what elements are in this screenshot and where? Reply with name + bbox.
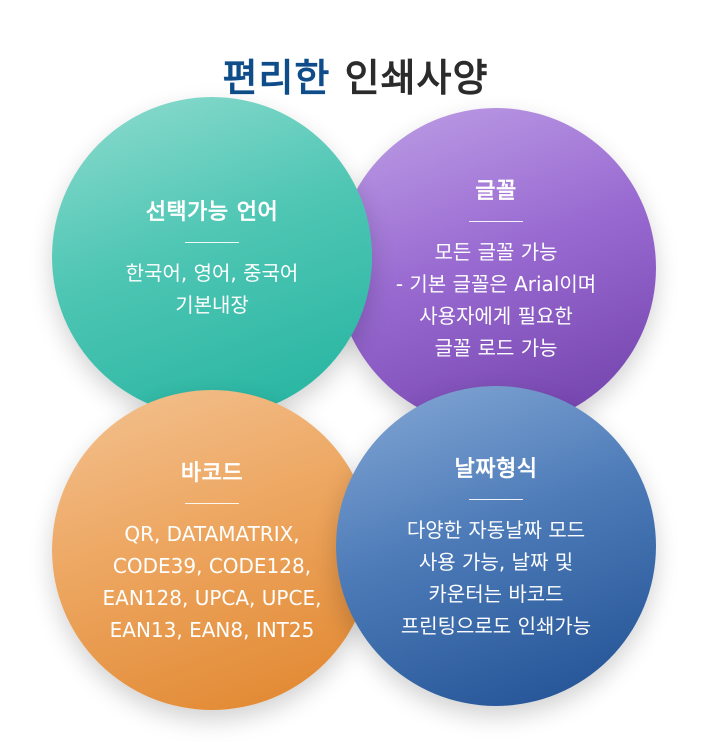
date-format-line: 사용 가능, 날짜 및 bbox=[418, 549, 574, 574]
language-circle: 선택가능 언어 한국어, 영어, 중국어 기본내장 bbox=[52, 97, 372, 417]
date-format-divider bbox=[469, 498, 523, 500]
font-divider bbox=[469, 220, 523, 222]
barcode-title: 바코드 bbox=[180, 460, 244, 486]
barcode-line: EAN128, UPCA, UPCE, bbox=[102, 585, 322, 610]
date-format-line: 프린팅으로도 인쇄가능 bbox=[400, 613, 592, 638]
barcode-circle: 바코드 QR, DATAMATRIX, CODE39, CODE128, EAN… bbox=[52, 390, 372, 710]
page-title-rest: 인쇄사양 bbox=[344, 56, 489, 101]
language-line: 기본내장 bbox=[175, 292, 249, 317]
font-line: 모든 글꼴 가능 bbox=[434, 239, 558, 264]
font-circle: 글꼴 모든 글꼴 가능 - 기본 글꼴은 Arial이며 사용자에게 필요한 글… bbox=[336, 108, 656, 428]
font-line: - 기본 글꼴은 Arial이며 bbox=[395, 271, 597, 296]
barcode-divider bbox=[185, 502, 239, 504]
language-divider bbox=[185, 241, 239, 243]
barcode-line: CODE39, CODE128, bbox=[112, 553, 312, 578]
date-format-line: 다양한 자동날짜 모드 bbox=[406, 517, 586, 542]
date-format-title: 날짜형식 bbox=[454, 456, 538, 482]
language-line: 한국어, 영어, 중국어 bbox=[125, 260, 299, 285]
font-line: 글꼴 로드 가능 bbox=[434, 335, 558, 360]
language-title: 선택가능 언어 bbox=[145, 199, 279, 225]
barcode-line: QR, DATAMATRIX, bbox=[124, 521, 300, 546]
page-title: 편리한 인쇄사양 bbox=[0, 47, 711, 102]
date-format-circle: 날짜형식 다양한 자동날짜 모드 사용 가능, 날짜 및 카운터는 바코드 프린… bbox=[336, 386, 656, 706]
font-title: 글꼴 bbox=[475, 178, 517, 204]
font-line: 사용자에게 필요한 bbox=[419, 303, 573, 328]
page-title-accent: 편리한 bbox=[222, 56, 331, 101]
barcode-line: EAN13, EAN8, INT25 bbox=[109, 617, 315, 642]
date-format-line: 카운터는 바코드 bbox=[428, 581, 564, 606]
